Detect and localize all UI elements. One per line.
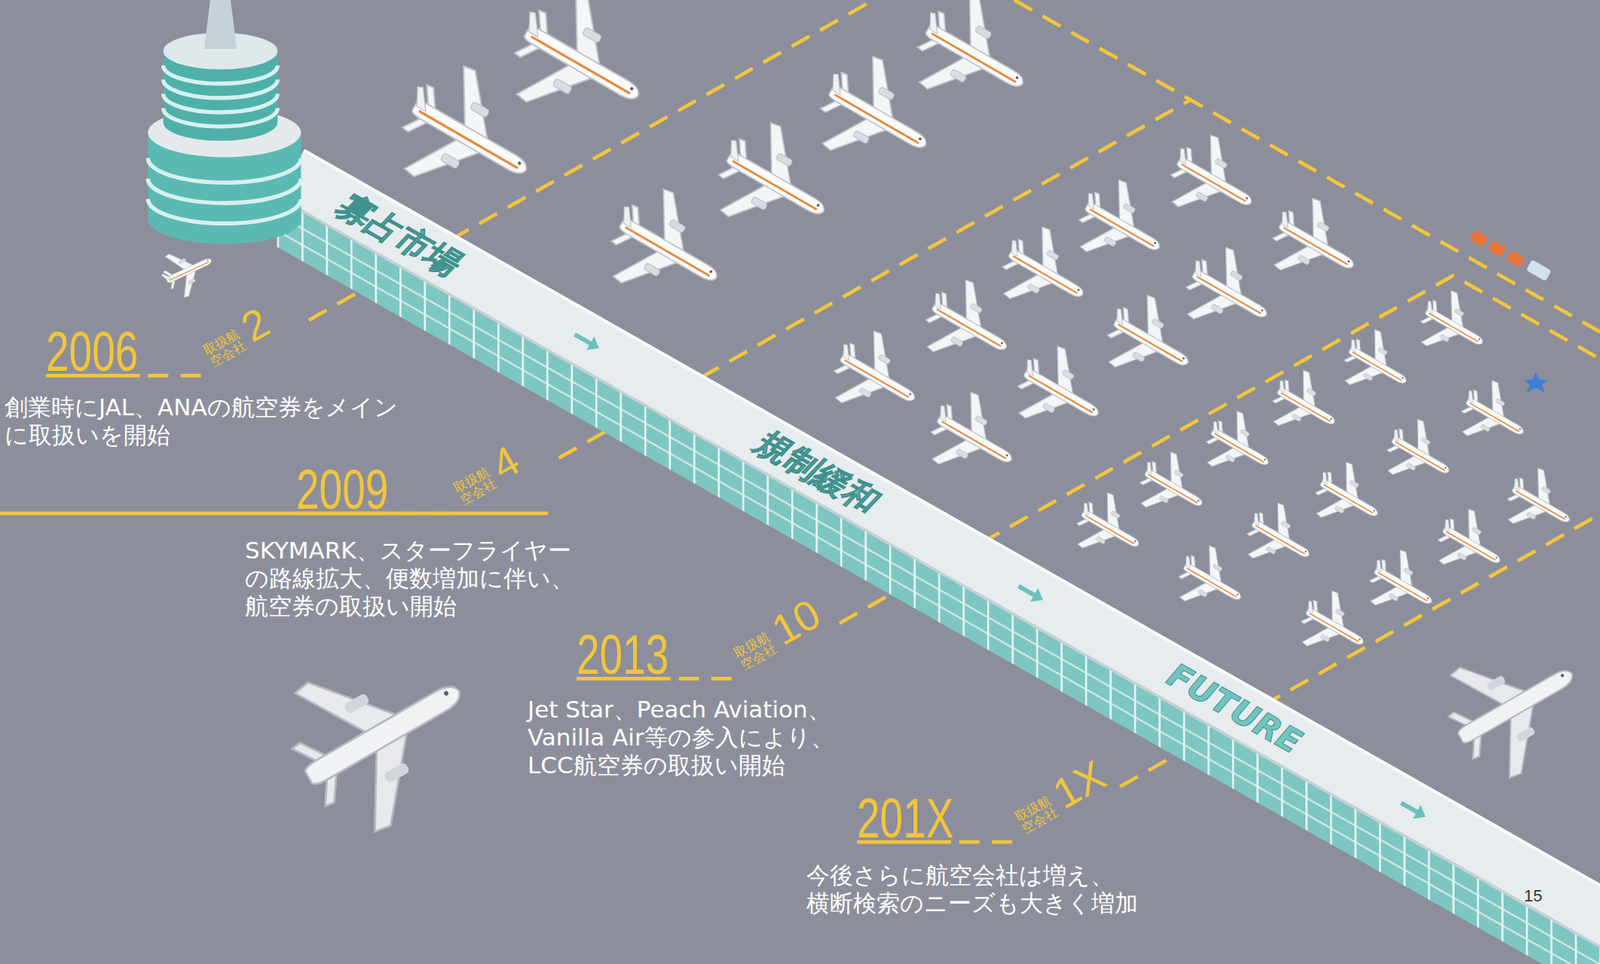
airplane [1260, 361, 1350, 449]
airplane [799, 42, 952, 190]
airplane [909, 269, 1026, 383]
airplane [1257, 187, 1374, 301]
airplane [1357, 541, 1448, 629]
airplane [1062, 168, 1179, 282]
airplane [697, 108, 851, 257]
airplanes [154, 0, 1600, 850]
baggage-carts [1469, 229, 1552, 282]
airplane [1449, 372, 1539, 459]
airplane [1170, 236, 1287, 350]
airplane [1374, 410, 1465, 498]
airplane [1193, 403, 1284, 490]
region-line [1014, 0, 1600, 340]
milestone-note: SKYMARK、スターフライヤー の路線拡大、便数増加に伴い、 航空券の取扱い開… [244, 536, 619, 622]
page-number: 15 [1523, 887, 1542, 905]
airplane [1154, 124, 1271, 238]
year-underline [0, 375, 548, 514]
airplane [1303, 453, 1393, 541]
airplane [896, 0, 1050, 129]
airplane [1064, 484, 1154, 572]
airplane [590, 174, 744, 323]
year-label: 2009 [296, 461, 389, 518]
year-label: 2013 [576, 627, 669, 683]
milestone-note: Jet Star、Peach Aviation、 Vanilla Air等の参入… [527, 695, 914, 781]
airplane [1408, 282, 1499, 370]
airplane [1091, 284, 1208, 398]
airplane [986, 216, 1103, 330]
flow-arrow [1397, 795, 1430, 824]
airplane [1288, 582, 1379, 670]
airplane [1166, 537, 1257, 625]
milestone-note: 今後さらに航空会社は増え、 横断検索のニーズも大きく増加 [806, 861, 1181, 918]
milestone-note: 創業時にJAL、ANAの航空券をメイン に取扱いを開始 [4, 393, 426, 450]
year-label: 2006 [45, 324, 138, 380]
airplane [1234, 494, 1325, 582]
airplane [1495, 459, 1585, 547]
year-label: 201X [856, 789, 954, 846]
timeline-dash [147, 375, 1022, 842]
airplane [1331, 321, 1422, 408]
airplane [1429, 620, 1600, 791]
airplane [1425, 501, 1516, 588]
airplane [817, 320, 934, 434]
airplane [489, 0, 669, 150]
flow-arrow [1014, 579, 1047, 608]
airplane [267, 618, 501, 849]
flow-arrow [570, 327, 603, 356]
airplane [1001, 335, 1118, 449]
dashed-boundaries [0, 0, 1600, 842]
ground-vehicle [1523, 372, 1548, 393]
control-tower [147, 0, 301, 245]
airplane [377, 49, 557, 224]
airplane [1127, 443, 1218, 531]
airplane [154, 238, 221, 303]
airplane [914, 381, 1031, 495]
